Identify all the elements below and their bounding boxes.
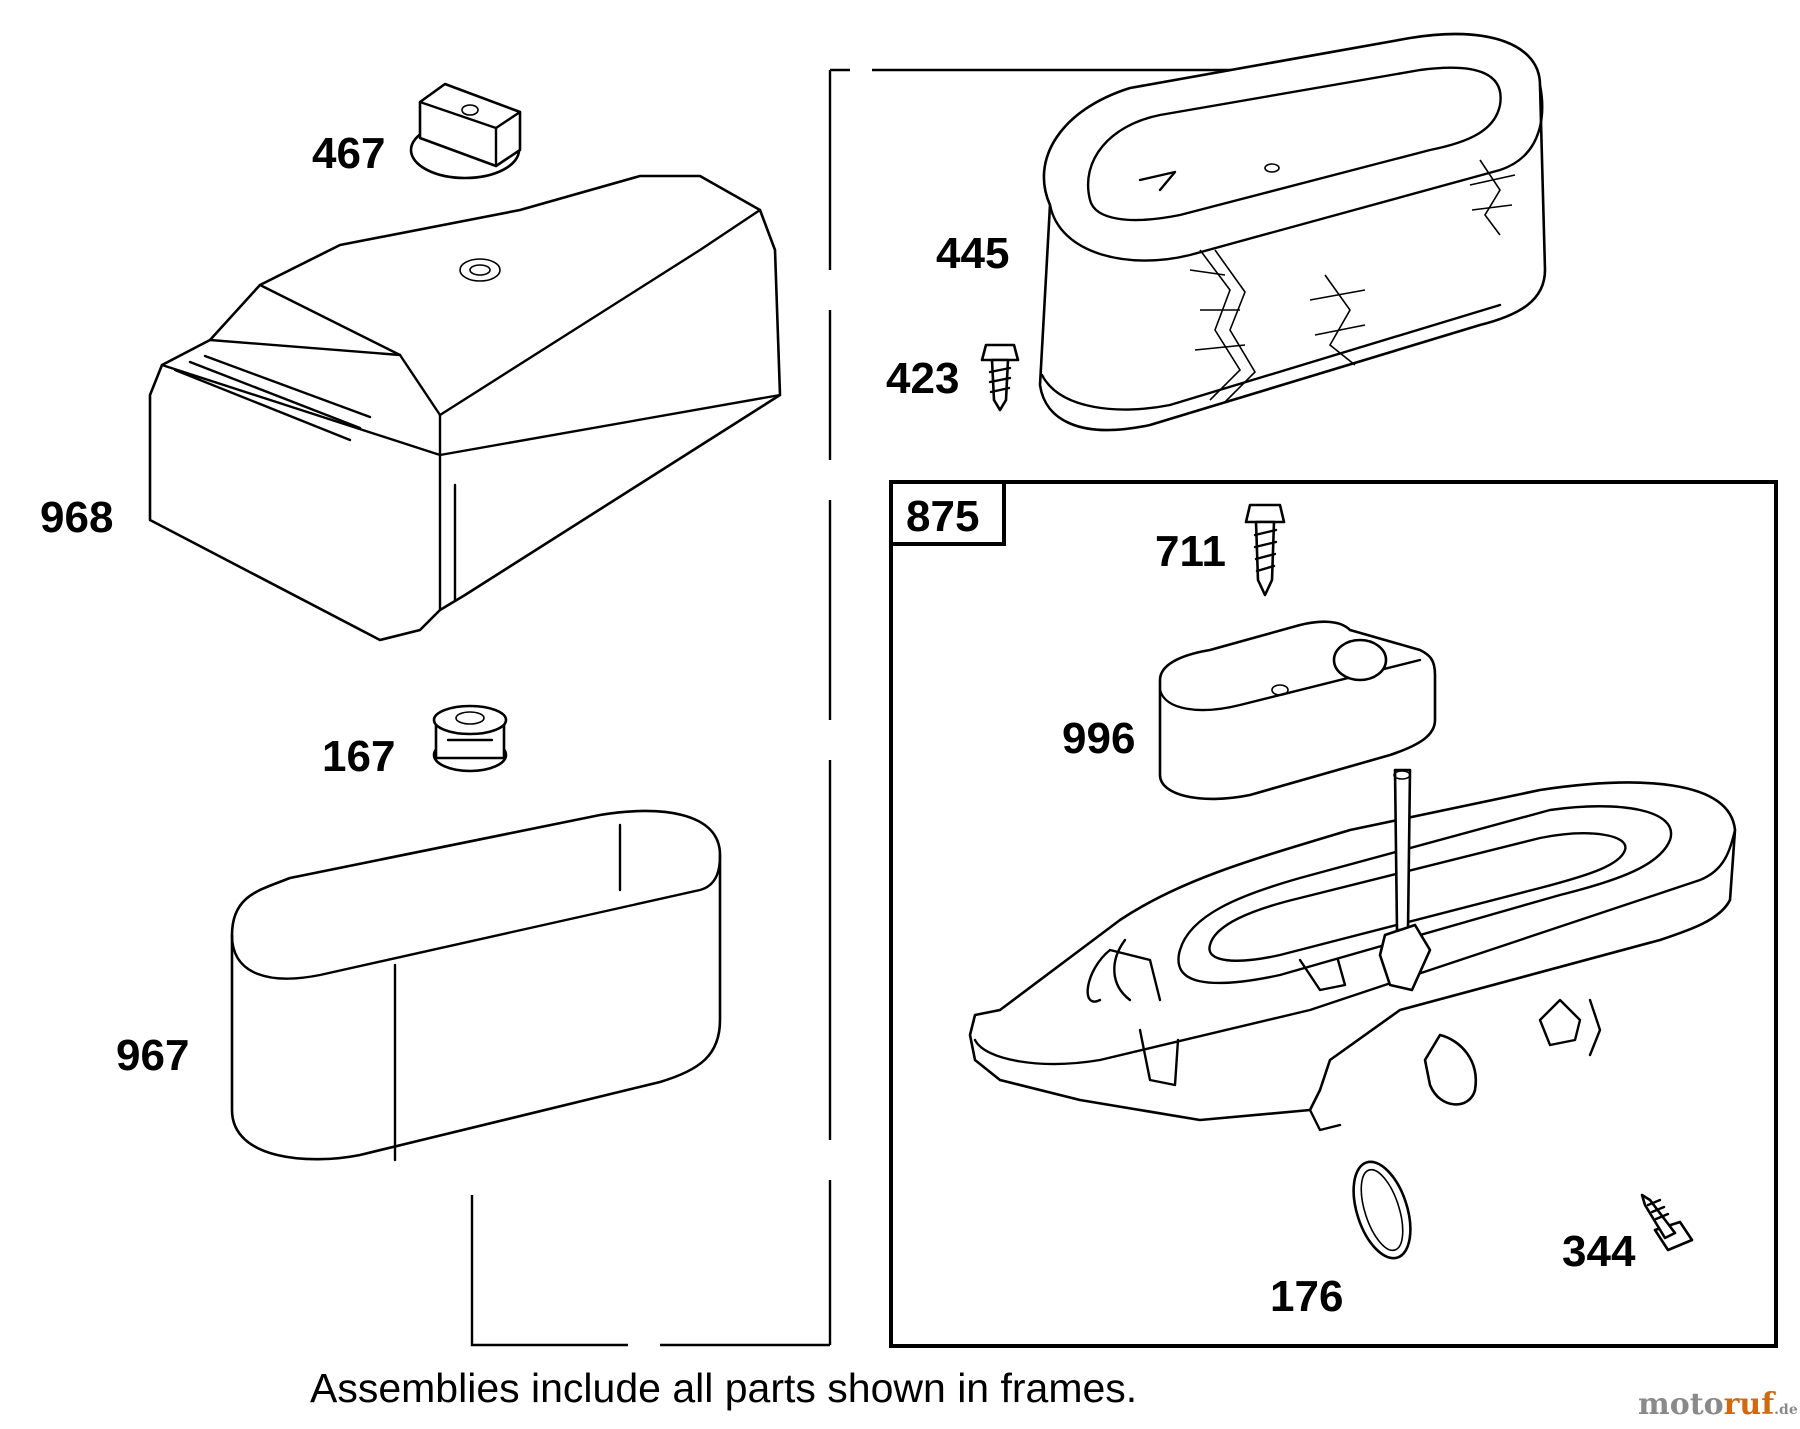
part-label-423: 423	[886, 354, 959, 403]
part-label-344: 344	[1562, 1227, 1636, 1276]
grommet-167-drawing	[432, 704, 508, 773]
air-cleaner-base-875-drawing	[968, 768, 1737, 1132]
screw-711-drawing	[1244, 503, 1286, 597]
diagram-caption: Assemblies include all parts shown in fr…	[310, 1365, 1138, 1411]
part-label-467: 467	[312, 129, 385, 178]
part-label-711: 711	[1155, 527, 1226, 576]
pre-cleaner-967-drawing	[230, 809, 722, 1162]
assembly-frame-875	[889, 480, 1778, 1348]
part-label-968: 968	[40, 493, 113, 542]
assembly-leader-line	[470, 68, 1272, 1347]
part-label-176: 176	[1270, 1272, 1343, 1321]
part-label-996: 996	[1062, 714, 1135, 763]
watermark-tld: .de	[1774, 1402, 1798, 1418]
part-label-967: 967	[116, 1031, 189, 1080]
air-cleaner-cover-968-drawing	[148, 174, 782, 642]
air-filter-cartridge-445-drawing	[1038, 32, 1547, 432]
screw-344-drawing	[1640, 1193, 1694, 1252]
part-label-445: 445	[936, 229, 1009, 278]
cover-plate-996-drawing	[1158, 620, 1437, 801]
part-label-875: 875	[906, 492, 979, 541]
watermark-logo: motoruf.de	[1638, 1387, 1798, 1422]
watermark-accent: ruf	[1723, 1387, 1775, 1422]
screw-423-drawing	[980, 343, 1020, 412]
part-label-167: 167	[322, 732, 395, 781]
knob-467-drawing	[409, 82, 522, 180]
watermark-main: moto	[1638, 1387, 1724, 1422]
seal-176-drawing	[1352, 1160, 1412, 1260]
